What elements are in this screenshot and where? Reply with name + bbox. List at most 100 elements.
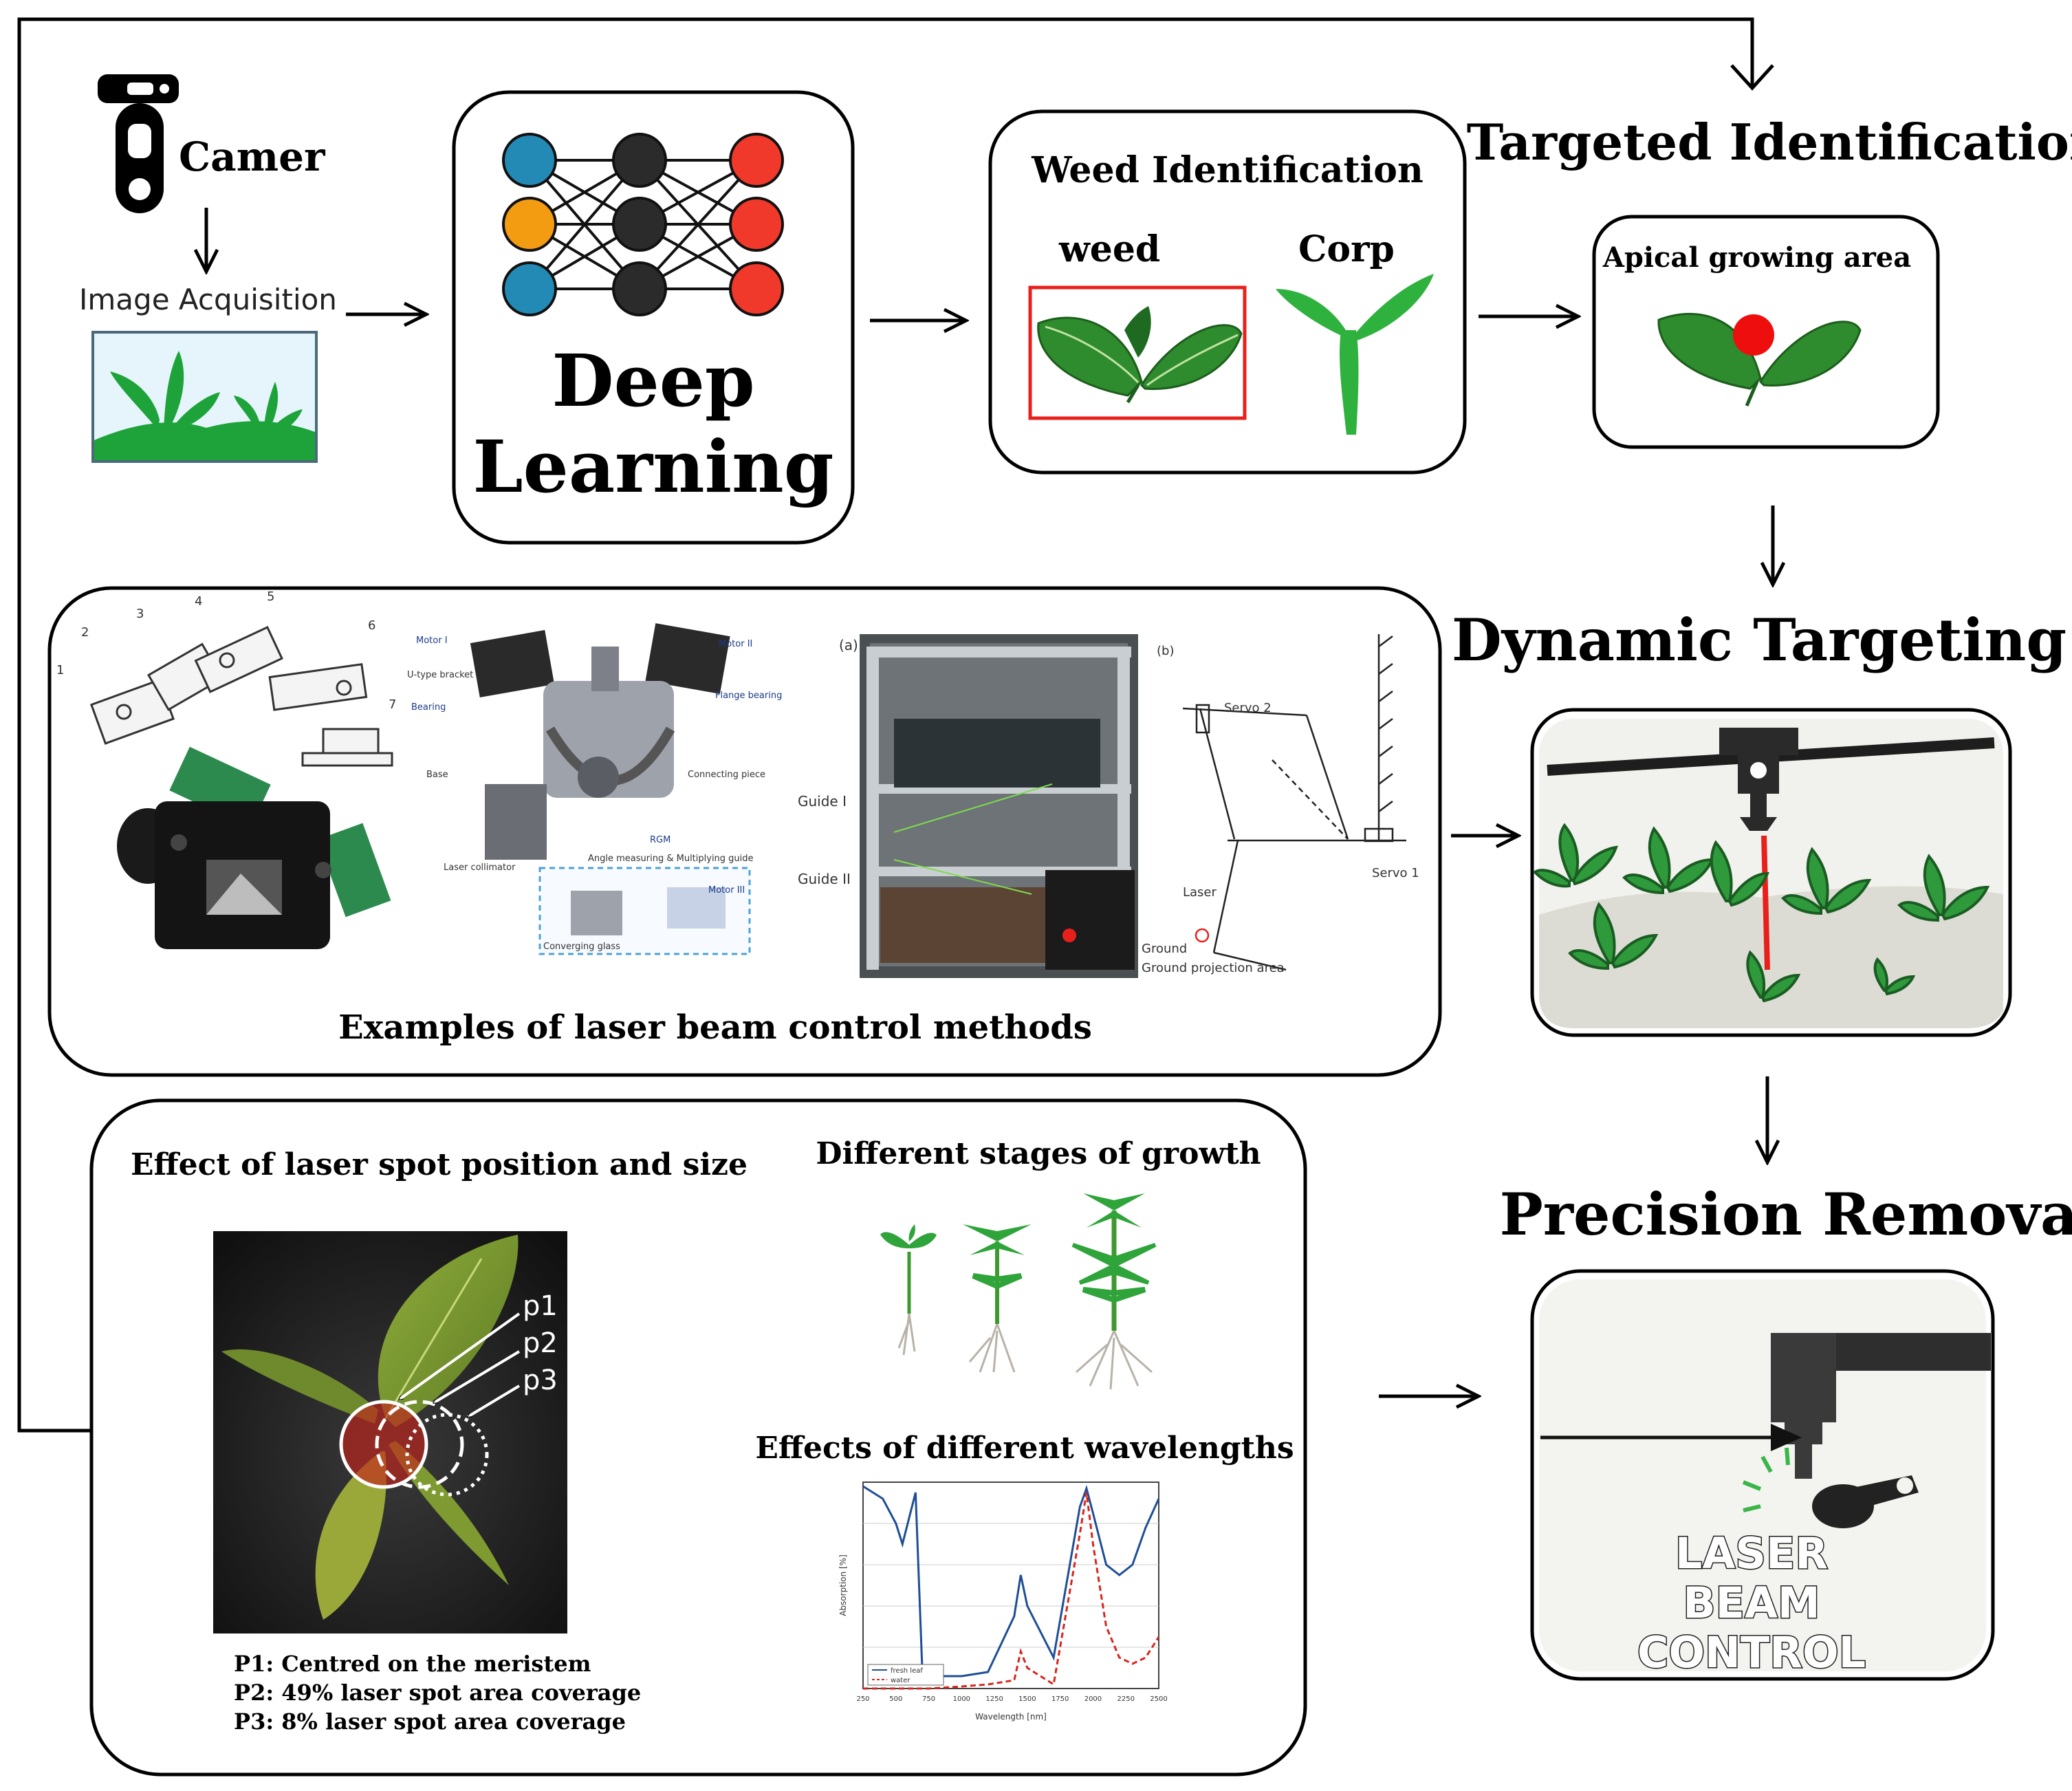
dynamic-targeting-title: Dynamic Targeting — [1452, 606, 2066, 674]
svg-text:Servo 2: Servo 2 — [1224, 701, 1272, 715]
chart-plot-area — [862, 1481, 1159, 1689]
svg-text:Angle measuring & Multiplying: Angle measuring & Multiplying guide — [588, 854, 754, 864]
chart-series-line-1 — [862, 1484, 1160, 1678]
svg-text:2: 2 — [81, 625, 89, 640]
svg-text:Motor I: Motor I — [416, 636, 448, 646]
chart-x-tick-label: 2500 — [1150, 1695, 1167, 1703]
svg-text:Laser: Laser — [1183, 885, 1217, 900]
laser-text: LASER — [1675, 1528, 1828, 1578]
chart-x-axis-label: Wavelength [nm] — [975, 1712, 1047, 1722]
chart-x-tick-label: 2250 — [1117, 1695, 1134, 1703]
growth-stage-1 — [880, 1224, 937, 1356]
chart-x-tick-label: 1000 — [953, 1695, 970, 1703]
weed-label: weed — [1058, 228, 1160, 270]
spot-label-p3: p3 — [523, 1365, 558, 1396]
chart-gridlines — [863, 1523, 1159, 1648]
svg-text:3: 3 — [136, 607, 144, 621]
chart-legend-series-1: fresh leaf — [891, 1667, 923, 1675]
spot-effect-title: Effect of laser spot position and size — [131, 1147, 748, 1182]
deep-learning-title-1: Deep — [552, 338, 754, 423]
chart-x-tick-labels: 250 500 750 1000 1250 1500 1750 2000 2250 2500 — [856, 1695, 1167, 1703]
leaf-spot-photo — [213, 1231, 567, 1633]
spot-legend-p2: P2: 49% laser spot area coverage — [234, 1680, 641, 1706]
svg-text:6: 6 — [368, 618, 375, 633]
camera-icon — [98, 74, 179, 213]
deep-learning-title-2: Learning — [473, 424, 834, 509]
chart-series-line-2 — [863, 1492, 1160, 1690]
laser-module-photo — [117, 746, 391, 949]
chart-x-tick-label: 1500 — [1018, 1695, 1036, 1703]
weed-detection-box — [1028, 285, 1247, 420]
spot-legend-p1: P1: Centred on the meristem — [234, 1651, 591, 1677]
svg-text:Ground projection area: Ground projection area — [1142, 961, 1285, 975]
weed-identification-title: Weed Identification — [1031, 149, 1424, 191]
gimbal-mount-drawing — [470, 623, 751, 955]
gantry-labels: (a) Guide I Guide II — [798, 637, 858, 887]
precision-removal-title: Precision Removal — [1500, 1180, 2072, 1248]
laser-spot-circles — [339, 1400, 489, 1497]
chart-x-tick-label: 1250 — [985, 1695, 1003, 1703]
chart-x-tick-label: 1750 — [1051, 1695, 1069, 1703]
svg-text:4: 4 — [195, 594, 202, 609]
crop-row-icons — [1533, 823, 1990, 1003]
spot-label-p2: p2 — [523, 1327, 558, 1359]
chart-legend-series-2: water — [891, 1677, 910, 1684]
chart-x-tick-label: 250 — [856, 1695, 869, 1703]
growth-stages-title: Different stages of growth — [816, 1136, 1261, 1171]
svg-text:Ground: Ground — [1142, 942, 1187, 956]
robotic-arm-numbers: 1 2 3 4 5 6 7 — [56, 589, 396, 712]
spot-legend-p3: P3: 8% laser spot area coverage — [234, 1708, 626, 1735]
svg-text:5: 5 — [267, 589, 274, 604]
growth-stage-icons — [880, 1169, 1157, 1390]
svg-text:7: 7 — [389, 697, 396, 712]
beam-text: BEAM — [1683, 1578, 1820, 1628]
svg-text:Servo 1: Servo 1 — [1372, 866, 1419, 880]
image-acquisition-label: Image Acquisition — [79, 283, 337, 316]
chart-series-group — [862, 1484, 1160, 1690]
feedback-loop-arrow — [17, 17, 1774, 1433]
svg-text:Laser collimator: Laser collimator — [444, 862, 516, 873]
svg-text:Motor III: Motor III — [708, 885, 745, 896]
svg-text:RGM: RGM — [650, 835, 670, 845]
gantry-rig-photo — [860, 634, 1138, 978]
svg-text:(a): (a) — [839, 637, 858, 653]
laser-control-examples-caption: Examples of laser beam control methods — [338, 1008, 1092, 1047]
apical-area-label: Apical growing area — [1602, 241, 1911, 274]
wavelengths-title: Effects of different wavelengths — [755, 1431, 1294, 1466]
spot-label-p1: p1 — [523, 1290, 558, 1322]
camera-label: Camer — [179, 133, 326, 180]
neural-network-icon — [502, 133, 784, 316]
apical-target-dot — [1733, 314, 1774, 356]
laser-geometry-diagram — [1182, 634, 1406, 971]
chart-x-tick-label: 2000 — [1084, 1695, 1102, 1703]
chart-x-tick-label: 750 — [922, 1695, 935, 1703]
targeted-identification-title: Targeted Identification — [1467, 113, 2072, 171]
svg-text:Connecting piece: Connecting piece — [688, 770, 765, 780]
svg-text:(b): (b) — [1157, 644, 1174, 658]
svg-text:Base: Base — [426, 770, 448, 780]
crop-seedling-icon — [1276, 274, 1434, 435]
plants-image-icon — [91, 331, 318, 463]
weed-leaf-icon — [1037, 306, 1243, 404]
svg-text:1: 1 — [56, 663, 64, 677]
svg-text:Flange bearing: Flange bearing — [715, 691, 782, 701]
control-text: CONTROL — [1637, 1627, 1866, 1678]
geometry-labels: (b) Servo 2 Servo 1 Laser Ground Ground … — [1142, 644, 1419, 975]
chart-y-axis-label: Absorption [%] — [838, 1554, 848, 1616]
svg-text:U-type bracket: U-type bracket — [407, 670, 473, 680]
svg-text:Motor II: Motor II — [719, 639, 752, 649]
svg-text:Guide I: Guide I — [798, 793, 847, 810]
laser-beam-control-graphic — [1539, 1279, 1991, 1671]
growth-stage-3 — [1071, 1169, 1157, 1390]
chart-x-tick-label: 500 — [889, 1695, 902, 1703]
crop-label: Corp — [1298, 228, 1395, 270]
chart-legend: fresh leaf water — [867, 1664, 944, 1686]
growth-stage-2 — [963, 1204, 1032, 1373]
svg-text:Bearing: Bearing — [411, 702, 446, 713]
gimbal-mount-labels: Motor I Motor II U-type bracket Flange b… — [407, 636, 782, 952]
spot-pointer-arrows — [399, 1312, 521, 1418]
wavelength-chart: 250 500 750 1000 1250 1500 1750 2000 2250 2500 Wa… — [838, 1481, 1168, 1722]
svg-text:Converging glass: Converging glass — [543, 942, 620, 952]
